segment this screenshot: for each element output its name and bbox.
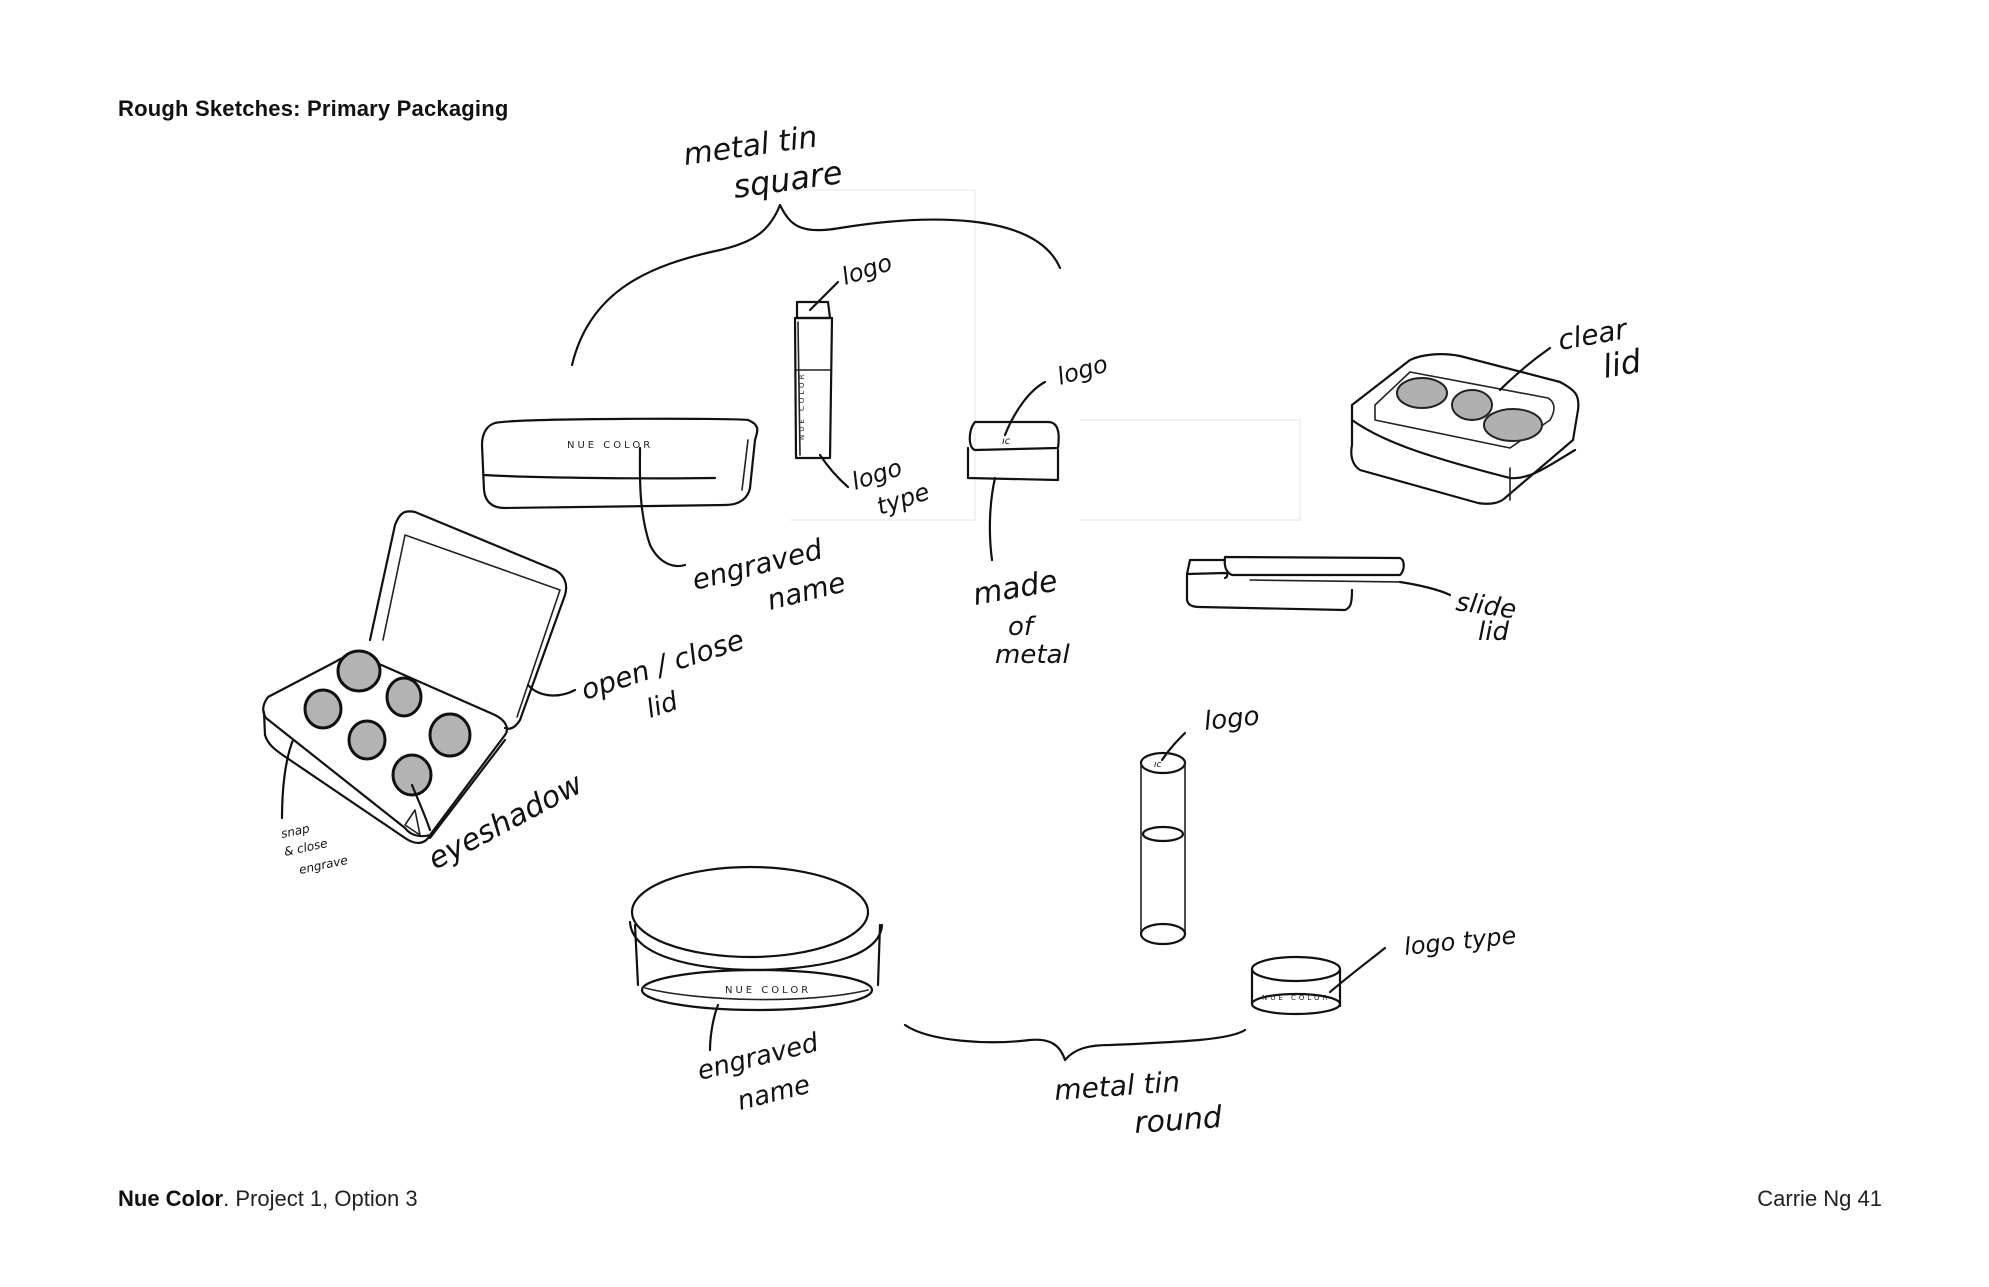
label-lid-slide: lid [1478, 617, 1509, 647]
sketch-small-cube: ıc logo made of metal [966, 350, 1111, 670]
label-round: round [1133, 1100, 1224, 1141]
label-made: made [970, 564, 1060, 613]
label-logo-type-small: logo type [1403, 921, 1518, 961]
footer-author-page: Carrie Ng 41 [1757, 1186, 1882, 1211]
sketch-small-round-tin: NUE COLOR logo type [1250, 921, 1518, 1016]
label-and-close: & close [283, 836, 329, 859]
eyeshadow-pan [303, 688, 343, 730]
sketch-large-round-tin: NUE COLOR engraved name [628, 865, 884, 1117]
label-metal: metal [995, 640, 1070, 670]
eyeshadow-pan [391, 753, 433, 797]
label-logo-tall: logo [838, 248, 895, 290]
group-label-metal-tin-round: metal tin round [903, 1023, 1247, 1141]
eyeshadow-pan [428, 712, 472, 758]
label-logo-tube: logo [1203, 701, 1261, 737]
label-engrave: engrave [298, 853, 349, 877]
label-snap: snap [280, 821, 311, 841]
flat-tin-engraving: NUE COLOR [567, 440, 653, 451]
label-of: of [1008, 612, 1037, 642]
sketch-tube: ıc logo [1139, 701, 1261, 946]
label-lid-palette: lid [643, 686, 682, 724]
eyeshadow-pan [336, 649, 382, 693]
svg-text:ıc: ıc [1002, 436, 1011, 447]
label-metal-tin-round: metal tin [1053, 1065, 1181, 1107]
round-tin-engraving: NUE COLOR [725, 985, 811, 996]
small-round-engraving: NUE COLOR [1262, 994, 1330, 1002]
eyeshadow-pan [347, 719, 387, 761]
svg-text:ıc: ıc [1154, 760, 1162, 770]
eyeshadow-pan [385, 676, 423, 718]
footer-brand: Nue Color [118, 1186, 224, 1211]
label-eyeshadow: eyeshadow [422, 766, 589, 877]
brace-round [903, 1023, 1247, 1062]
sketch-clear-lid-palette: clear lid [1350, 312, 1645, 505]
label-logo-cube: logo [1054, 350, 1111, 391]
sketch-flat-tin: NUE COLOR engraved name [480, 417, 849, 617]
tall-tin-engraving: NUE COLOR [798, 372, 806, 440]
footer-project-info: . Project 1, Option 3 [223, 1186, 418, 1211]
brace-square [570, 203, 1062, 367]
sketch-slide-lid-tin: slide lid [1185, 555, 1518, 647]
label-lid-clear: lid [1600, 342, 1645, 386]
group-label-metal-tin-square: metal tin square [570, 120, 1062, 367]
sketch-tall-tin: NUE COLOR logo logo type [793, 248, 933, 521]
label-name-round: name [734, 1070, 813, 1117]
page-title: Rough Sketches: Primary Packaging [118, 96, 509, 121]
footer-project: Nue Color. Project 1, Option 3 [118, 1186, 418, 1212]
ghost-underlay [790, 189, 1301, 521]
